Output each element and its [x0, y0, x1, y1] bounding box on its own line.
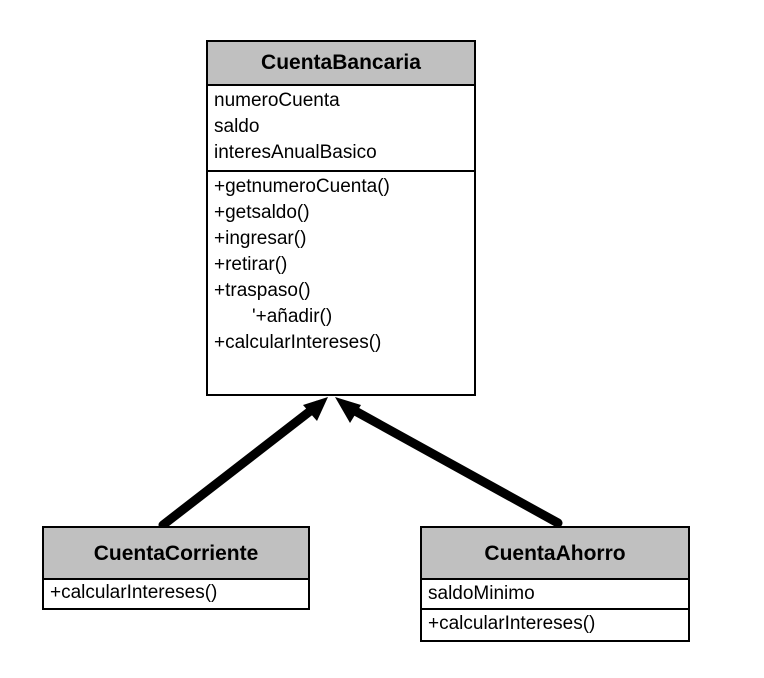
inheritance-arrowhead-cuentaahorro [335, 397, 361, 423]
attribute: interesAnualBasico [214, 142, 377, 163]
attributes-compartment: numeroCuenta saldo interesAnualBasico [208, 86, 474, 170]
attribute: numeroCuenta [214, 90, 340, 111]
operation: +calcularIntereses() [428, 613, 596, 634]
class-cuentaahorro[interactable]: CuentaAhorro saldoMinimo +calcularIntere… [420, 526, 690, 642]
operations-compartment: +getnumeroCuenta() +getsaldo() +ingresar… [208, 170, 474, 356]
attribute: saldo [214, 116, 260, 137]
inheritance-line-cuentaahorro [343, 402, 563, 528]
operations-compartment: +calcularIntereses() [422, 608, 688, 638]
class-name: CuentaBancaria [208, 42, 474, 86]
class-cuentabancaria[interactable]: CuentaBancaria numeroCuenta saldo intere… [206, 40, 476, 396]
attribute: saldoMinimo [428, 583, 535, 604]
operations-compartment: +calcularIntereses() [44, 580, 308, 606]
operation: +ingresar() [214, 228, 307, 249]
class-cuentacorriente[interactable]: CuentaCorriente +calcularIntereses() [42, 526, 310, 610]
operation: +traspaso() [214, 280, 311, 301]
operation: +calcularIntereses() [50, 582, 218, 603]
class-name: CuentaCorriente [44, 528, 308, 580]
operation: +getnumeroCuenta() [214, 176, 390, 197]
attributes-compartment: saldoMinimo [422, 580, 688, 608]
operation: +calcularIntereses() [214, 332, 382, 353]
operation: +retirar() [214, 254, 288, 275]
class-name: CuentaAhorro [422, 528, 688, 580]
operation: +getsaldo() [214, 202, 310, 223]
inheritance-line-cuentacorriente [158, 400, 323, 530]
inheritance-arrowhead-cuentacorriente [303, 397, 328, 421]
operation: '+añadir() [252, 306, 333, 327]
